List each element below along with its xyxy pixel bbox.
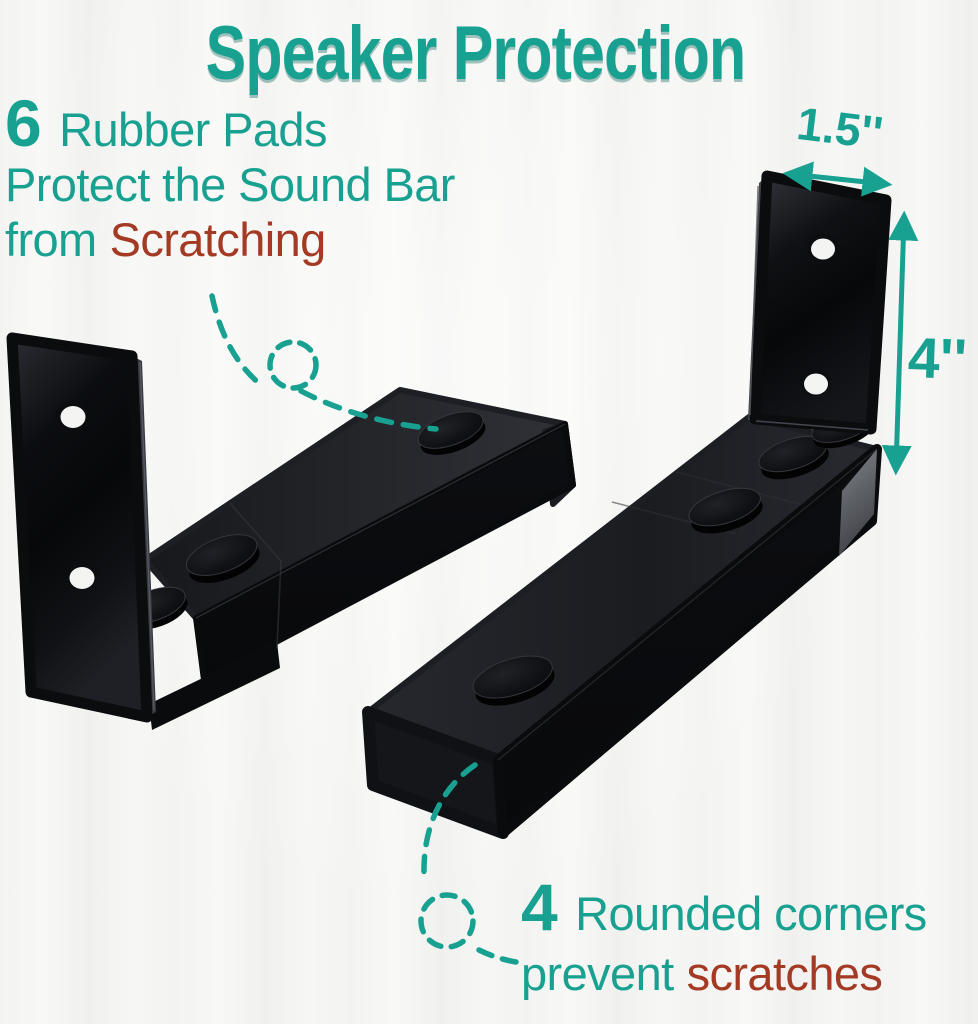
page-title: Speaker Protection [205,11,747,96]
bottom-callout [418,762,519,965]
pad-top [185,534,258,576]
right-arm-edge-highlight [497,448,878,761]
left-arm-sleeve-step [149,642,280,730]
annotation-text: from [5,213,97,266]
pad-count: 6 [5,86,42,160]
screw-hole [65,562,97,590]
plate-edge-highlight [139,361,155,711]
plate-fold-highlight [755,420,869,431]
pad-top [688,487,761,527]
hole-opening [804,373,828,395]
left-arm-edge-highlight [195,423,566,619]
right-bracket [362,170,892,839]
annotation-label: Rounded corners [575,887,927,940]
height-dimension-label: 4'' [906,325,968,393]
dashed-callout-curve [421,762,478,877]
annotation-highlight: scratches [686,947,883,1000]
height-dimension-arrow [881,210,919,476]
pad-top [417,411,484,449]
annotation-highlight: Scratching [109,213,327,266]
right-bracket-wall-plate [748,170,892,435]
rubber-pad [472,655,555,706]
annotation-line: Protect the Sound Bar [5,158,455,211]
screw-hole [807,233,837,261]
corner-count: 4 [521,870,558,944]
plate-front-face [6,332,153,723]
dashed-circle-icon [418,892,476,950]
width-dimension-arrow [782,161,893,197]
hole-opening [69,567,95,589]
hole-opening [60,406,86,428]
rubber-pad [417,411,486,455]
left-bracket [6,332,576,730]
screw-hole [56,401,88,429]
annotation-label: Rubber Pads [59,103,327,156]
hole-opening [811,238,835,260]
rubber-pad [185,534,260,583]
width-dimension-label: 1.5'' [794,96,886,160]
dashed-callout-curve [209,293,265,389]
pad-top [472,655,553,699]
rubber-pad [688,487,763,534]
left-bracket-wall-plate [6,332,156,723]
left-arm-telescope-seam [229,502,282,649]
plate-edge-highlight [749,185,759,416]
dashed-callout-curve [476,947,519,965]
top-callout [209,293,439,432]
right-arm-sleeve-end-face [839,449,877,556]
screw-hole [800,368,830,396]
rubber-pad [758,435,829,480]
dashed-circle-icon [267,339,319,391]
dashed-callout-curve [298,388,439,432]
annotation-text: prevent [521,947,674,1000]
